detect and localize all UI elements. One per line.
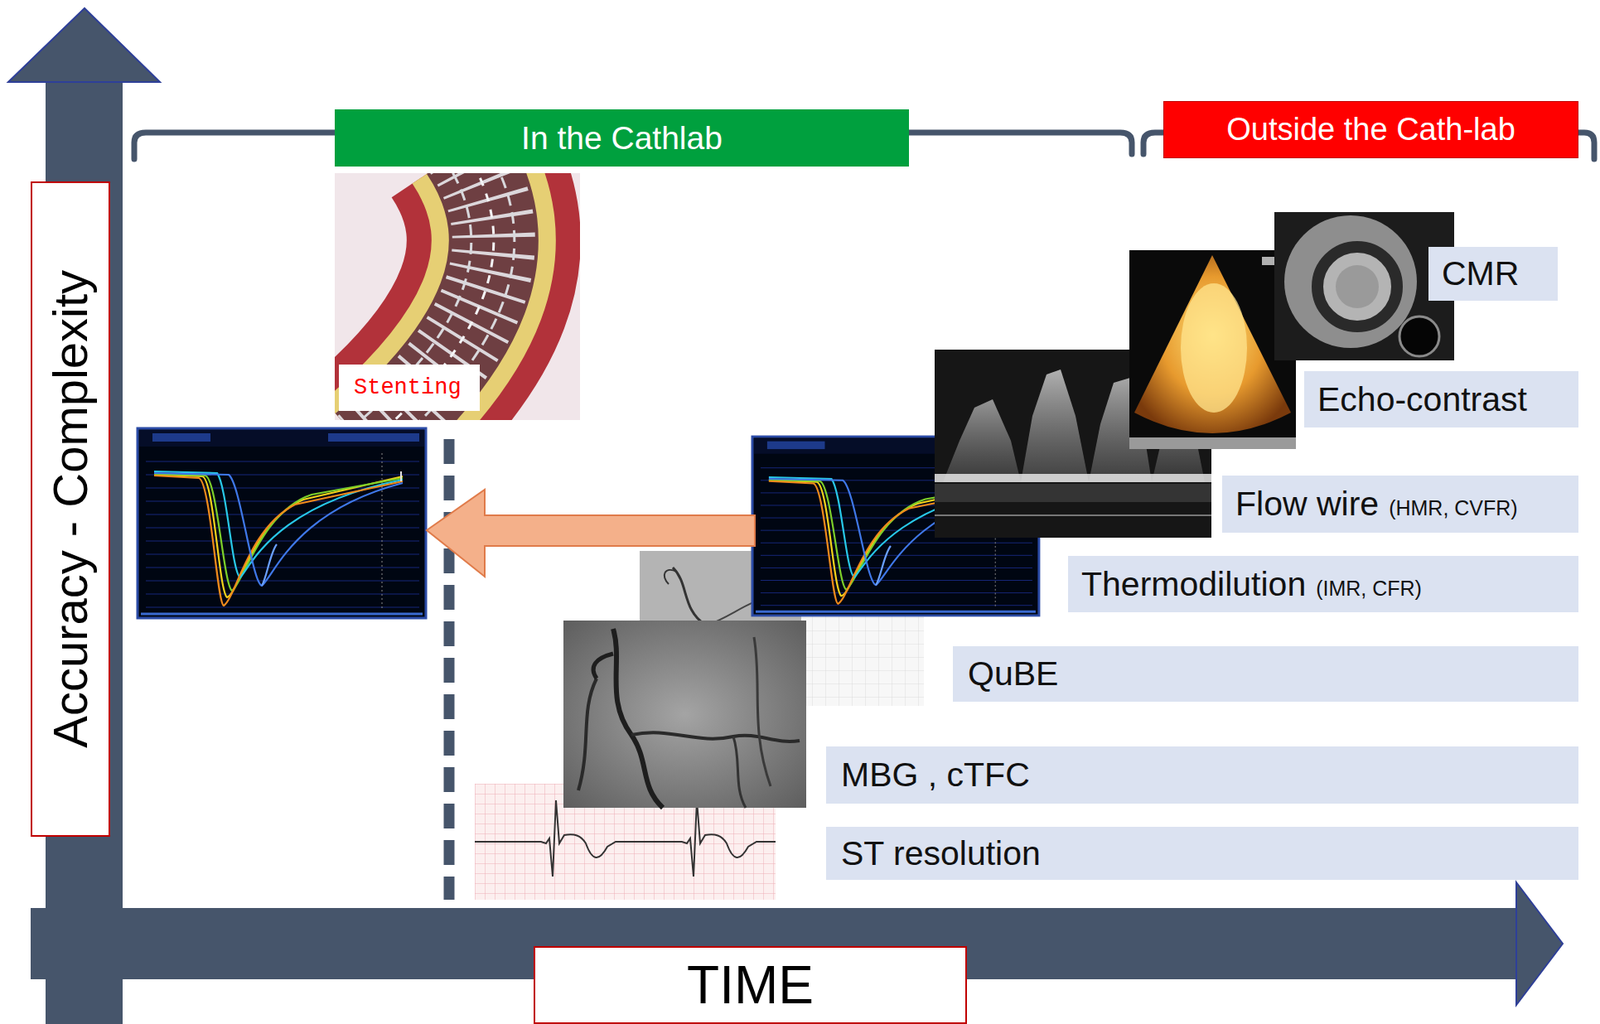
detail-text: (IMR, CFR) [1315,576,1422,600]
divider-line [444,439,455,900]
label-text: Echo-contrast [1317,380,1528,419]
method-band: MBG , cTFC [826,746,1579,804]
location-header: In the Cathlab [334,109,909,167]
label-text: Outside the Cath-lab [1226,111,1516,147]
axis-label: Accuracy - Complexity [30,181,111,837]
method-band: Flow wire (HMR, CVFR) [1222,475,1579,533]
method-band: Thermodilution (IMR, CFR) [1068,555,1579,613]
image-label: Stenting [338,364,480,411]
cmr-image [1274,212,1455,361]
method-band: ST resolution [826,826,1579,880]
echo-image [1129,250,1296,450]
label-text: ST resolution [841,834,1041,873]
label-text: QuBE [967,654,1059,693]
axis-label: TIME [533,946,967,1024]
method-band: CMR [1428,246,1558,301]
label-text: TIME [686,955,814,1016]
detail-text: (HMR, CVFR) [1388,496,1518,520]
transfer-arrow [426,489,755,577]
label-text: Accuracy - Complexity [43,270,99,749]
angiogram-image [563,620,807,808]
stent-illustration [334,173,581,421]
location-header: Outside the Cath-lab [1163,101,1579,159]
label-text: Stenting [353,375,462,401]
method-band: Echo-contrast [1304,371,1579,428]
label-text: Flow wire [1235,484,1379,523]
label-text: MBG , cTFC [841,755,1030,794]
thermodilution-graph [137,428,426,619]
label-text: Thermodilution [1081,565,1306,604]
label-text: In the Cathlab [521,120,723,156]
method-band: QuBE [952,646,1579,702]
label-text: CMR [1441,254,1519,293]
